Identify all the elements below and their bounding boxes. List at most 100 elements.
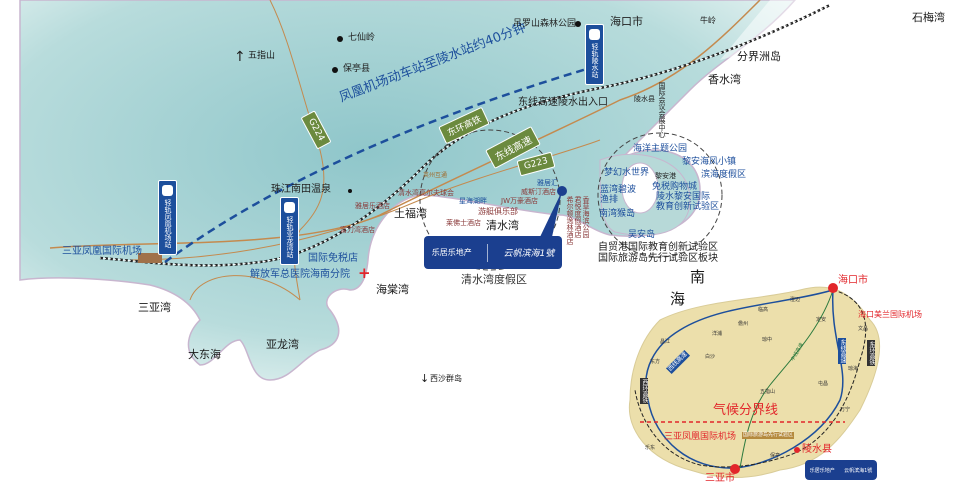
raffles-label: 莱佛士酒店 [446, 219, 481, 227]
dadonghai-label: 大东海 [188, 348, 221, 361]
jw-label: JW万豪酒店 [501, 197, 538, 205]
developer-logo: 乐居乐地产 [431, 248, 472, 257]
zhujiang-hotspring-label: 珠江南田温泉 [271, 184, 331, 195]
lian-town-label: 黎安海风小镇 [682, 157, 737, 167]
inset-town: 屯昌 [818, 381, 829, 387]
monkey-island-label: 南湾猴岛 [599, 209, 636, 219]
station-lingshui-label: 轻轨陵水站 [591, 43, 599, 78]
station-airport[interactable]: 轻轨凤凰机场站 [158, 180, 177, 255]
ocean-park-label: 海洋主题公园 [633, 144, 688, 154]
yacht-label: 游艇俱乐部 [478, 207, 518, 216]
golf-label: 清水湾高尔夫球会 [398, 189, 454, 197]
yajule-hotel-label: 雅居乐酒店 [355, 202, 390, 210]
inset-town: 临高 [758, 307, 769, 313]
yalongwan-label: 亚龙湾 [266, 338, 299, 351]
convention-center-label: 国际会议会展中心 [658, 82, 666, 138]
fuli-label: 富力湾酒店 [340, 226, 375, 234]
station-lingshui[interactable]: 轻轨陵水站 [585, 24, 604, 85]
hotspring-dot [348, 189, 352, 193]
inset-hw-east: 东线高速 [838, 338, 846, 364]
lian-port-label: 黎安港 [655, 172, 676, 180]
inset-developer: 乐居乐地产 [809, 467, 835, 474]
inset-haikou: 海口市 [838, 275, 868, 286]
edu-zone-label-2: 教育创新试验区 [656, 202, 720, 212]
lingshui-exit-label: 东线高速陵水出入口 [518, 97, 608, 108]
shimeiwan-label: 石梅湾 [912, 11, 945, 24]
brand-logo: 乐居乐地产 云帆滨海1號 [424, 236, 562, 269]
haitangwan-label: 海棠湾 [376, 283, 409, 296]
south-arrow-icon: ↓ [420, 372, 430, 385]
tufuwan-label: 土福湾 [394, 207, 427, 220]
inset-rail-west: 西环高铁 [640, 378, 648, 404]
yingzhou-label: 英州互通 [423, 172, 448, 179]
inset-town: 乐东 [645, 445, 656, 451]
duty-free-label: 国际免税店 [308, 253, 358, 264]
fishing-label-2: 渔排 [600, 195, 619, 205]
sanyawan-label: 三亚湾 [138, 301, 171, 314]
hotel-vertical-2: 君悦度假酒店 [574, 196, 582, 238]
yaju-hui-label: 雅居汇 [537, 179, 558, 187]
inset-rail-east: 东环高铁 [867, 340, 875, 366]
south-sea-label-1: 南 [690, 268, 706, 286]
inset-town: 文昌 [858, 326, 869, 332]
fenjiezhou-label: 分界洲岛 [737, 50, 781, 63]
hospital-label: 解放军总医院海南分院 [250, 269, 350, 280]
baoting-dot [332, 67, 338, 73]
inset-map [628, 283, 881, 478]
station-yalong-label: 轻轨亚龙湾站 [286, 216, 294, 258]
inset-meilan: 海口美兰国际机场 [858, 310, 922, 319]
inset-zone-tag: 国际旅游岛先行试验区 [742, 432, 795, 439]
qingshuiwan-label: 清水湾 [486, 219, 519, 232]
inset-town: 昌江 [660, 339, 671, 345]
sanya-airport-label: 三亚凤凰国际机场 [62, 246, 142, 257]
train-icon [162, 185, 173, 196]
inset-town: 万宁 [840, 407, 851, 413]
water-world-label: 梦幻水世界 [604, 168, 650, 178]
xinghai-label: 星海湖畔 [459, 197, 487, 205]
inset-lingshui: 陵水县 [802, 444, 832, 455]
edu-zone-label-1: 陵水黎安国际 [656, 192, 711, 202]
diaoluoshan-label: 吊罗山森林公园 [513, 19, 577, 29]
zone-caption-1: 自贸港国际教育创新试验区 [598, 242, 718, 253]
inset-town: 东方 [650, 359, 661, 365]
coastal-resort-label: 滨海度假区 [701, 170, 747, 180]
inset-town: 保亭 [770, 453, 781, 459]
train-icon [589, 29, 600, 40]
inset-town: 琼中 [762, 337, 773, 343]
baoting-label: 保亭县 [343, 64, 371, 74]
xiangshuiwan-label: 香水湾 [708, 73, 741, 86]
qixianling-dot [337, 36, 343, 42]
lian-lagoon [621, 162, 659, 214]
inset-town: 五指山 [760, 389, 776, 395]
inset-town: 洋浦 [712, 331, 723, 337]
qingshuiwan-resort-label: 清水湾度假区 [461, 273, 527, 286]
inset-town: 儋州 [738, 321, 749, 327]
road-east-highway [49, 0, 761, 249]
xisha-label: 西沙群岛 [430, 374, 462, 383]
station-airport-label: 轻轨凤凰机场站 [164, 199, 172, 248]
diaoluoshan-dot [575, 21, 581, 27]
niuling-label: 牛岭 [700, 16, 716, 25]
south-sea-label-2: 海 [670, 290, 686, 308]
inset-climate-line: 气候分界线 [713, 403, 779, 418]
train-icon [284, 202, 295, 213]
station-yalong[interactable]: 轻轨亚龙湾站 [280, 197, 299, 265]
lingshui-county-label: 陵水县 [634, 95, 655, 103]
duty-free-city-label: 免税购物城 [652, 182, 698, 192]
inset-sanya-airport: 三亚凤凰国际机场 [664, 432, 737, 442]
hospital-cross-icon: + [358, 264, 371, 282]
zone-caption-2: 国际旅游岛先行试验区板块 [598, 253, 718, 264]
inset-town: 白沙 [705, 354, 716, 360]
hotel-vertical-1: 希尔顿逸林酒店 [566, 196, 574, 245]
inset-project: 云帆滨海1號 [844, 467, 873, 474]
travel-route [164, 63, 601, 264]
wuan-island-label: 吴安岛 [628, 230, 656, 240]
north-arrow-icon: ↑ [234, 49, 246, 65]
project-logo: 云帆滨海1號 [503, 249, 555, 259]
lingshui-circle [597, 132, 723, 258]
westin-label: 威斯汀酒店 [521, 188, 556, 196]
inset-town: 琼海 [848, 366, 859, 372]
inset-town: 澄迈 [790, 297, 801, 303]
